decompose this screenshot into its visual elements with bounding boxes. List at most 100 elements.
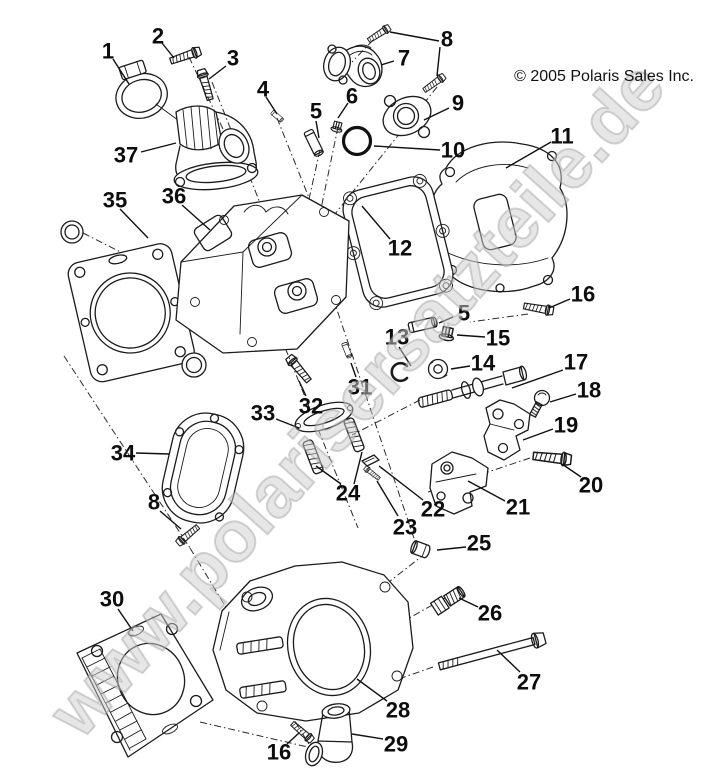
leader-line (561, 463, 582, 478)
callout-label-16: 16 (571, 282, 595, 307)
leader-line (265, 96, 278, 115)
part-9-outlet-flange (382, 94, 432, 139)
copyright-text: © 2005 Polaris Sales Inc. (514, 68, 694, 85)
leader-line (467, 480, 506, 502)
callout-label-25: 25 (467, 531, 491, 556)
leader-line (438, 316, 454, 324)
leader-line (511, 369, 564, 389)
callout-label-37: 37 (114, 143, 138, 168)
callout-label-28: 28 (386, 698, 410, 723)
callout-label-22: 22 (421, 497, 445, 522)
part-7-elbow-fitting (323, 44, 383, 88)
callout-label-9: 9 (452, 91, 464, 116)
callout-label-21: 21 (506, 495, 530, 520)
leader-line (112, 58, 130, 85)
part-16-bolt (288, 719, 316, 745)
part-37-intake-boot (173, 105, 259, 191)
part-17-stud (417, 365, 528, 409)
leader-line (380, 60, 395, 66)
callout-label-30: 30 (100, 587, 124, 612)
callout-label-15: 15 (486, 326, 510, 351)
part-5-dowel-pin (303, 128, 325, 159)
part-18-bolt (529, 389, 551, 418)
leader-line (456, 334, 486, 338)
leader-line (298, 380, 307, 397)
part-21-bracket (429, 451, 489, 515)
callout-label-7: 7 (398, 46, 410, 71)
part-30-base-gasket (76, 613, 214, 758)
callout-label-10: 10 (441, 138, 465, 163)
callout-label-11: 11 (550, 124, 573, 149)
callout-label-20: 20 (579, 473, 603, 498)
leader-line (436, 546, 467, 551)
callout-label-17: 17 (564, 350, 588, 375)
part-14-plug (427, 358, 449, 380)
leader-line (496, 649, 521, 673)
leader-line (458, 597, 479, 608)
part-4-plug (270, 109, 285, 123)
leader-line (361, 205, 391, 240)
leader-line (423, 107, 450, 121)
leader-line (351, 733, 384, 740)
callout-label-32: 32 (299, 394, 323, 419)
part-34-cover-plate (161, 412, 245, 524)
callout-label-8: 8 (441, 27, 453, 52)
leader-line (522, 428, 554, 441)
leader-line (350, 362, 357, 378)
callout-label-13: 13 (385, 325, 409, 350)
callout-label-16: 16 (267, 740, 291, 765)
part-10-o-ring (341, 125, 373, 157)
leader-line (286, 732, 300, 745)
leader-line (353, 451, 363, 485)
part-5-dowel-pin (407, 316, 439, 334)
part-20-bolt (531, 448, 573, 468)
callout-label-34: 34 (111, 441, 136, 466)
part-33-gasket (294, 401, 354, 433)
callout-label-3: 3 (227, 46, 239, 71)
callout-label-5: 5 (458, 301, 470, 326)
part-12-cover-gasket (342, 173, 454, 311)
leader-line (140, 142, 177, 153)
valve-seal (181, 352, 207, 378)
callout-label-19: 19 (554, 413, 578, 438)
leader-line (376, 480, 399, 517)
callout-label-24: 24 (336, 481, 361, 506)
leader-line (275, 418, 300, 429)
callout-label-27: 27 (517, 670, 541, 695)
leader-line (450, 365, 471, 370)
leader-line (161, 42, 175, 59)
leader-line (378, 465, 424, 501)
leader-line (373, 145, 441, 151)
leader-line (117, 608, 134, 632)
part-15-nut (437, 325, 457, 343)
leader-line (181, 204, 211, 231)
part-29-elbow-fitting (304, 703, 354, 767)
callout-label-29: 29 (384, 732, 408, 757)
part-2-bolt (168, 45, 203, 67)
callout-label-14: 14 (471, 351, 496, 376)
part-23-bolt (362, 464, 382, 482)
leader-line (389, 31, 440, 42)
callout-label-6: 6 (346, 84, 358, 109)
callout-label-2: 2 (152, 24, 164, 49)
part-31-pin (341, 341, 353, 359)
callout-label-26: 26 (478, 601, 502, 626)
part-28-cylinder (212, 561, 414, 722)
valve-seal (60, 220, 84, 244)
part-27-long-bolt (437, 632, 547, 671)
part-1-clamp (115, 59, 168, 119)
leader-line (356, 678, 388, 702)
callout-label-33: 33 (251, 401, 275, 426)
callout-label-1: 1 (102, 39, 114, 64)
callout-label-4: 4 (257, 77, 270, 102)
leader-line (208, 65, 227, 80)
part-24-stud (342, 416, 366, 454)
callout-label-8: 8 (148, 490, 160, 515)
callout-label-18: 18 (577, 378, 601, 403)
callout-label-12: 12 (388, 236, 412, 261)
part-8-bolt (365, 23, 393, 45)
leader-line (119, 208, 149, 239)
